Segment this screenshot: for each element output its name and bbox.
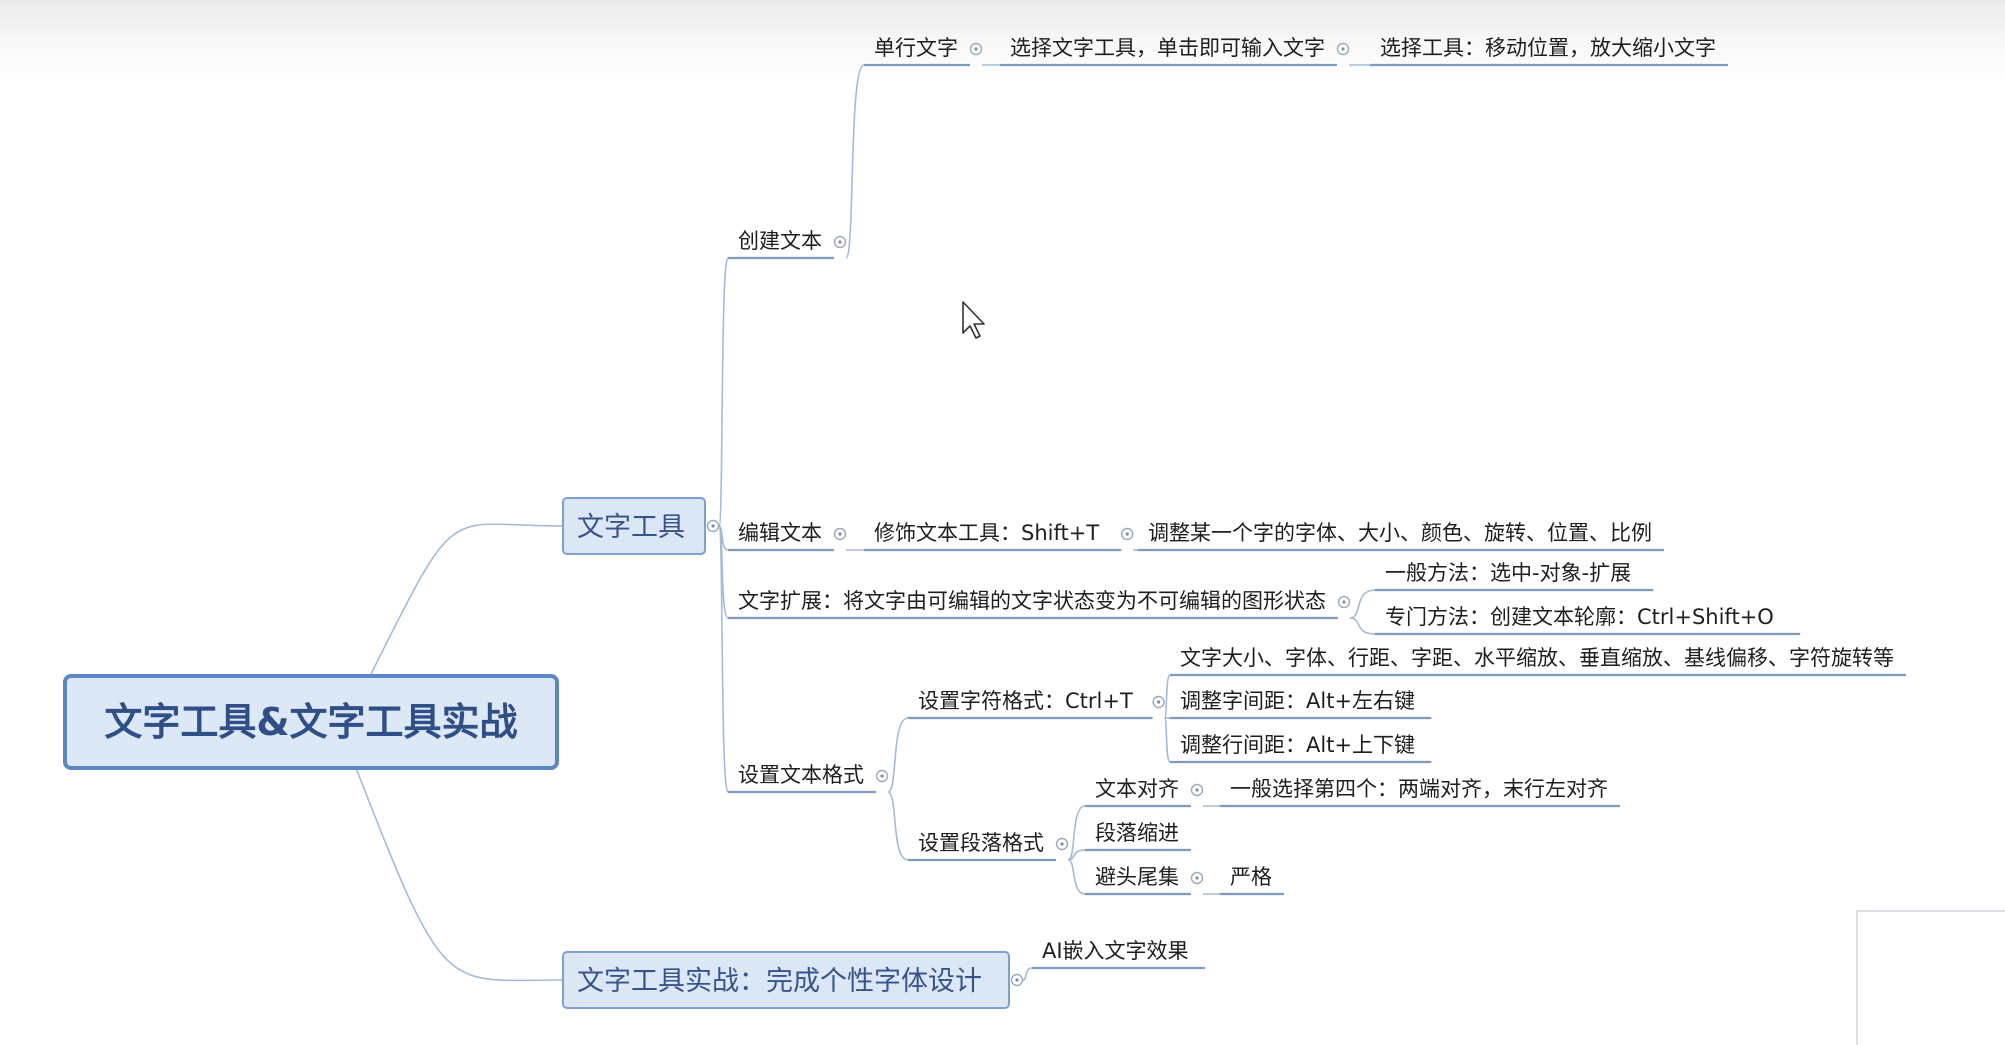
topic-node[interactable]: 调整某一个字的字体、大小、颜色、旋转、位置、比例: [1138, 521, 1664, 552]
collapse-icon[interactable]: [875, 769, 889, 783]
collapse-icon[interactable]: [969, 42, 983, 56]
branch-connector: [718, 525, 729, 793]
main-topic[interactable]: 文字工具实战：完成个性字体设计: [562, 951, 1010, 1009]
collapse-icon[interactable]: [1055, 837, 1069, 851]
branch-connector: [1349, 589, 1376, 619]
topic-node[interactable]: 修饰文本工具：Shift+T: [864, 521, 1122, 552]
branch-connector: [887, 717, 909, 793]
collapse-icon[interactable]: [833, 527, 847, 541]
root-connector: [355, 767, 564, 982]
branch-connector: [1163, 674, 1171, 719]
collapse-icon[interactable]: [706, 519, 720, 533]
topic-label: 调整字间距：Alt+左右键: [1180, 689, 1415, 713]
root-topic-label: 文字工具&文字工具实战: [104, 700, 517, 744]
collapse-icon[interactable]: [1010, 973, 1024, 987]
branch-connector: [887, 791, 909, 861]
collapse-icon[interactable]: [1152, 695, 1165, 709]
branch-connector: [1349, 617, 1376, 635]
topic-node[interactable]: 一般方法：选中-对象-扩展: [1375, 561, 1654, 592]
mind-map-nodes: 文字工具&文字工具实战 文字工具 创建文本 单行文字 选择文字工具，单击即可输入文字 选择…: [63, 36, 1906, 1009]
collapse-icon[interactable]: [1120, 527, 1134, 541]
topic-label: 段落缩进: [1095, 821, 1179, 845]
topic-label: 文字扩展：将文字由可编辑的文字状态变为不可编辑的图形状态: [738, 589, 1326, 613]
connector-lines: [355, 64, 1376, 982]
branch-connector: [1022, 967, 1033, 981]
topic-label: 调整某一个字的字体、大小、颜色、旋转、位置、比例: [1148, 521, 1652, 545]
branch-connector: [718, 257, 729, 527]
topic-label: 修饰文本工具：Shift+T: [874, 521, 1099, 545]
topic-label: 调整行间距：Alt+上下键: [1180, 733, 1415, 757]
topic-label: 设置字符格式：Ctrl+T: [918, 689, 1133, 713]
topic-node[interactable]: 调整字间距：Alt+左右键: [1170, 689, 1432, 720]
topic-label: 选择文字工具，单击即可输入文字: [1010, 36, 1325, 60]
main-topic-label: 文字工具: [577, 512, 685, 543]
topic-node[interactable]: 设置段落格式: [908, 831, 1056, 862]
topic-label: 避头尾集: [1095, 865, 1179, 889]
main-topic-label: 文字工具实战：完成个性字体设计: [577, 966, 982, 997]
collapse-icon[interactable]: [833, 235, 847, 249]
topic-node[interactable]: 选择工具：移动位置，放大缩小文字: [1370, 36, 1728, 67]
topic-node[interactable]: 专门方法：创建文本轮廓：Ctrl+Shift+O: [1375, 605, 1801, 636]
root-connector: [369, 523, 564, 677]
collapse-icon[interactable]: [1190, 783, 1204, 797]
topic-node[interactable]: AI嵌入文字效果: [1032, 939, 1206, 970]
topic-node[interactable]: 调整行间距：Alt+上下键: [1170, 733, 1432, 764]
topic-label: 设置段落格式: [918, 831, 1044, 855]
topic-node[interactable]: 段落缩进: [1085, 821, 1191, 852]
topic-node[interactable]: 文字扩展：将文字由可编辑的文字状态变为不可编辑的图形状态: [728, 589, 1338, 620]
topic-label: 编辑文本: [738, 521, 822, 545]
topic-node[interactable]: 设置字符格式：Ctrl+T: [908, 689, 1153, 720]
topic-node[interactable]: 设置文本格式: [728, 763, 876, 794]
topic-label: 一般选择第四个：两端对齐，末行左对齐: [1230, 777, 1608, 801]
main-topic[interactable]: 文字工具: [562, 497, 706, 555]
branch-connector: [845, 64, 865, 259]
topic-label: 创建文本: [738, 229, 822, 253]
topic-label: 严格: [1230, 865, 1272, 889]
topic-node[interactable]: 创建文本: [728, 229, 834, 260]
branch-connector: [1163, 717, 1171, 763]
collapse-icon[interactable]: [1336, 42, 1350, 56]
topic-node[interactable]: 编辑文本: [728, 521, 834, 552]
collapse-icon[interactable]: [1190, 871, 1204, 885]
topic-node[interactable]: 一般选择第四个：两端对齐，末行左对齐: [1220, 777, 1620, 808]
topic-node[interactable]: 避头尾集: [1085, 865, 1191, 896]
topic-label: 文本对齐: [1095, 777, 1179, 801]
topic-label: 专门方法：创建文本轮廓：Ctrl+Shift+O: [1385, 605, 1774, 629]
collapse-icon[interactable]: [1337, 595, 1351, 609]
topic-label: 单行文字: [874, 36, 958, 60]
branch-connector: [1067, 805, 1086, 861]
topic-label: 设置文本格式: [738, 763, 864, 787]
topic-label: AI嵌入文字效果: [1042, 939, 1189, 963]
root-topic[interactable]: 文字工具&文字工具实战: [63, 674, 559, 770]
topic-node[interactable]: 单行文字: [864, 36, 970, 67]
topic-label: 选择工具：移动位置，放大缩小文字: [1380, 36, 1716, 60]
branch-connector: [1067, 859, 1086, 895]
topic-label: 一般方法：选中-对象-扩展: [1385, 561, 1631, 585]
topic-node[interactable]: 文本对齐: [1085, 777, 1191, 808]
topic-node[interactable]: 文字大小、字体、行距、字距、水平缩放、垂直缩放、基线偏移、字符旋转等: [1170, 646, 1906, 677]
topic-node[interactable]: 严格: [1220, 865, 1284, 896]
mouse-cursor-icon: [962, 301, 985, 339]
corner-panel: [1856, 910, 2005, 1045]
topic-node[interactable]: 选择文字工具，单击即可输入文字: [1000, 36, 1337, 67]
topic-label: 文字大小、字体、行距、字距、水平缩放、垂直缩放、基线偏移、字符旋转等: [1180, 646, 1894, 670]
